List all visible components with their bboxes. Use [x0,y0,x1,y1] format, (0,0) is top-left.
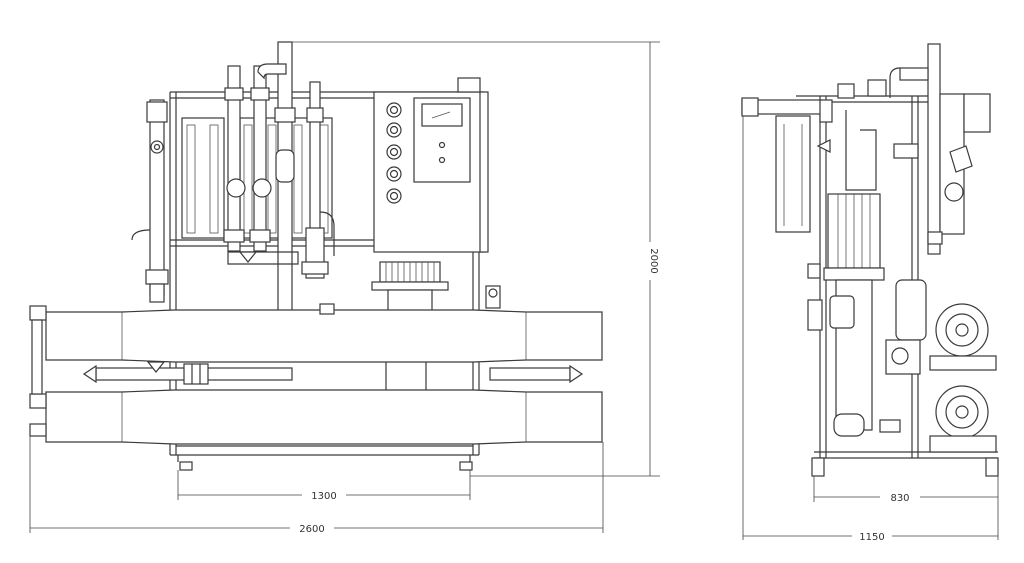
dimension-side-total-label: 1150 [859,532,884,543]
front-control-panel [373,77,489,253]
side-filter-housing [775,110,877,233]
front-vertical-pipes [223,41,335,313]
front-interconnect-pipes [82,303,584,385]
dimension-height-label: 2000 [648,248,659,273]
front-left-pipe [131,99,169,303]
side-pump-motor [823,193,885,437]
dimension-frame-width-label: 1300 [311,491,336,502]
dimension-lines [29,41,999,540]
side-valves [807,263,927,433]
side-vessel-ends [929,303,997,453]
dimension-side-frame-label: 830 [890,493,909,504]
side-panel-box [893,93,991,245]
front-view [29,41,603,471]
side-top-pipe [741,43,941,255]
front-pressure-vessels [29,305,603,445]
side-view [741,43,999,477]
front-pump [371,261,501,313]
dimension-total-width-label: 2600 [299,524,324,535]
